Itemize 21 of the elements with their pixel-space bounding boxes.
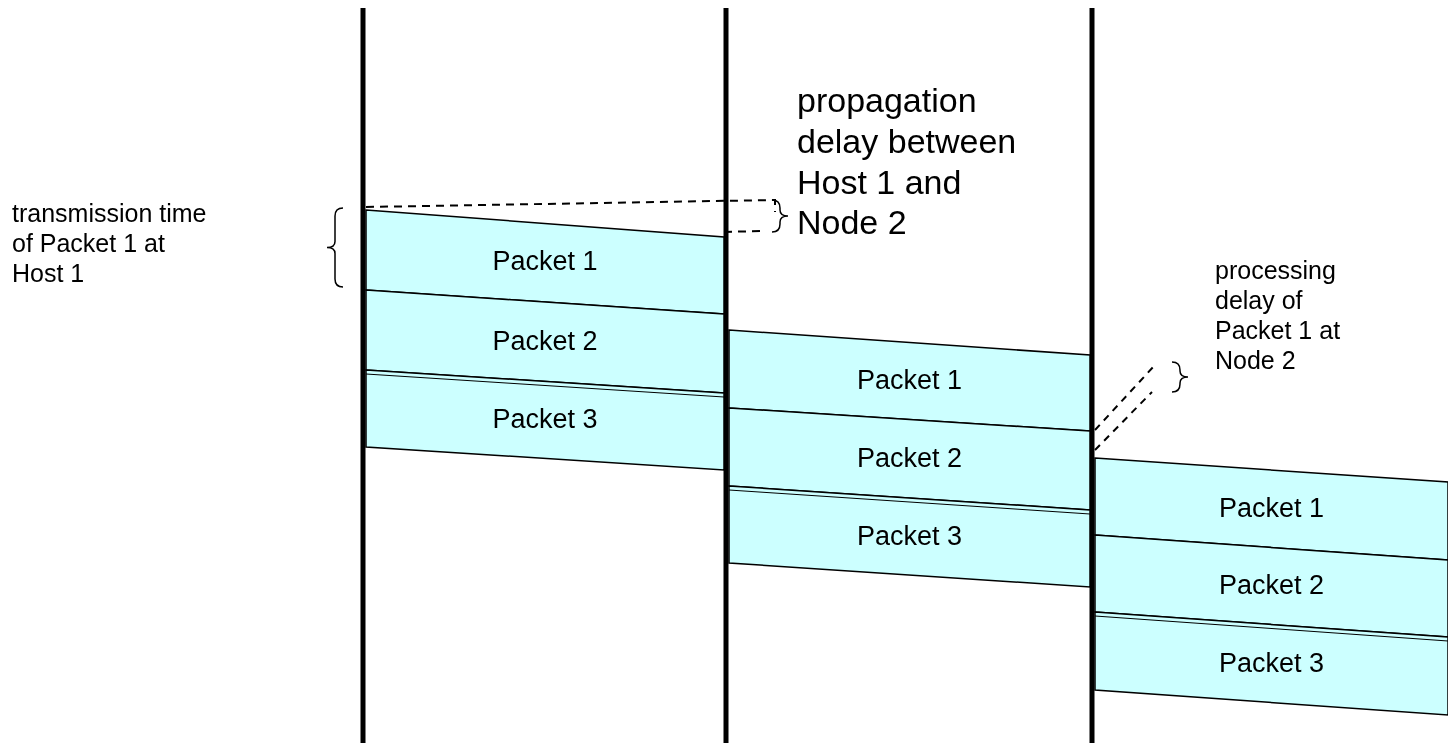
packet-label: Packet 3 (1217, 647, 1326, 679)
packet-band (366, 370, 724, 470)
packet-label: Packet 1 (491, 246, 599, 277)
annotation-text: transmission time of Packet 1 at Host 1 (12, 198, 208, 288)
annotation-text: propagation delay between Host 1 and Node 2 (797, 80, 1018, 244)
packet-label: Packet 2 (855, 443, 964, 474)
packet-band (366, 290, 724, 393)
packet-band (1095, 612, 1448, 715)
packet-band (1095, 458, 1448, 560)
packet-band (366, 210, 724, 314)
packet-band (729, 408, 1090, 510)
packet-label: Packet 3 (491, 404, 599, 435)
packet-band (729, 486, 1090, 587)
packet-band (729, 330, 1090, 431)
annotation-text: processing delay of Packet 1 at Node 2 (1215, 255, 1342, 375)
packet-label: Packet 2 (491, 325, 599, 357)
packet-label: Packet 1 (1217, 493, 1326, 524)
packet-label: Packet 2 (1217, 570, 1326, 601)
packet-label: Packet 3 (855, 520, 964, 552)
packet-band (1095, 535, 1448, 637)
packet-label: Packet 1 (855, 364, 964, 396)
